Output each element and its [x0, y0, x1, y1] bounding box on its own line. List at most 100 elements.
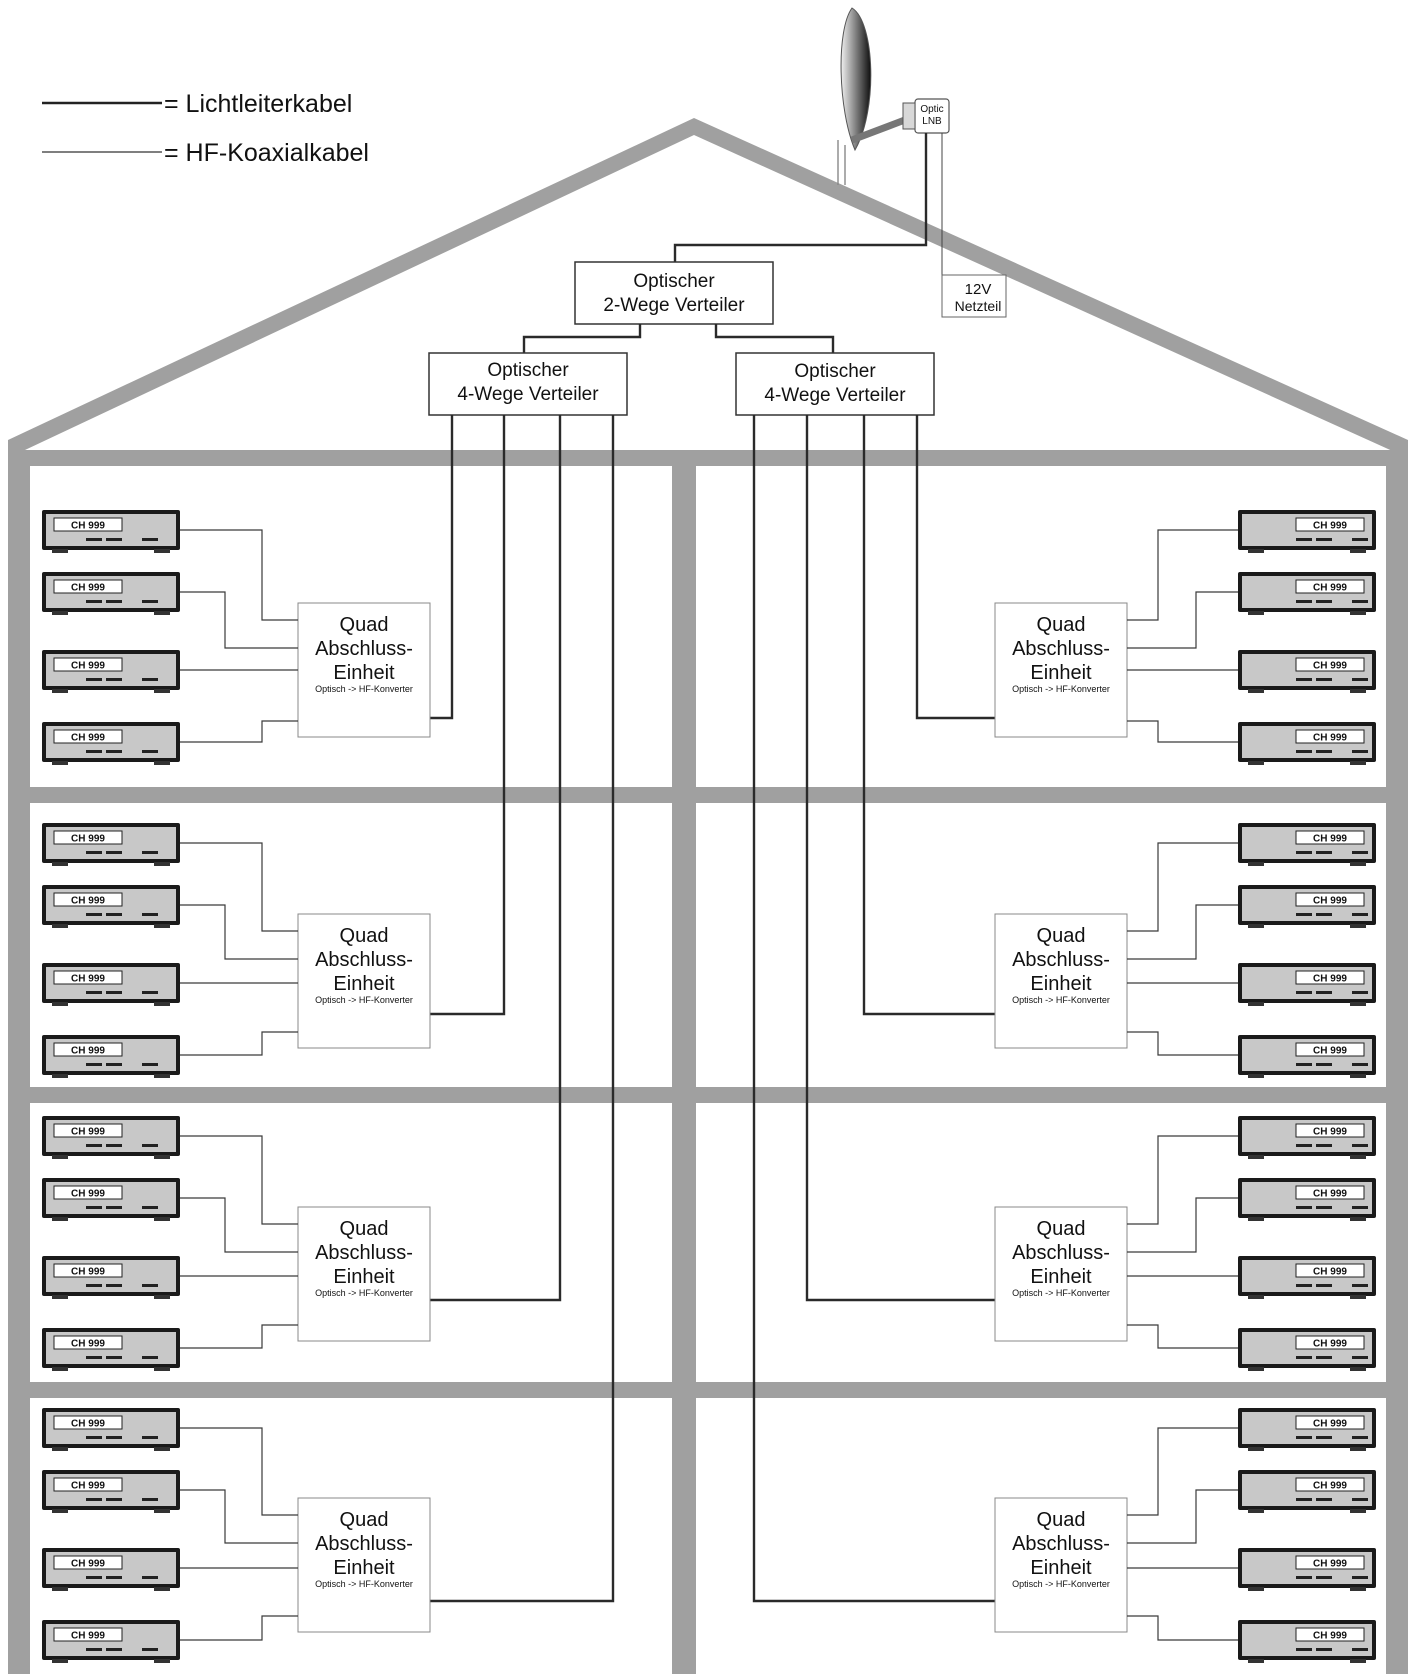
receiver-left-floor1-4: CH 999: [42, 722, 180, 765]
right-outer-wall: [1386, 450, 1408, 1674]
receiver-button: [1352, 991, 1368, 994]
receiver-button: [1296, 1284, 1312, 1287]
quad-unit-label-line3: Einheit: [333, 662, 395, 684]
receiver-button: [142, 1436, 158, 1439]
fiber-right-floor-1: [915, 415, 995, 720]
coax-left-floor2-2: [180, 904, 298, 960]
receiver-foot: [154, 1295, 170, 1299]
receiver-button: [142, 851, 158, 854]
coax-left-floor3-2: [180, 1197, 298, 1253]
receiver-button: [86, 1206, 102, 1209]
legend: = Lichtleiterkabel = HF-Koaxialkabel: [42, 90, 369, 167]
receiver-button: [142, 538, 158, 541]
floor-3: [8, 1382, 1408, 1398]
quad-unit-box: [994, 1497, 1128, 1633]
coax-right-floor1-2: [1127, 591, 1238, 649]
receiver-button: [106, 600, 122, 603]
receiver-foot: [1248, 1155, 1264, 1159]
receiver-display: [1295, 657, 1365, 672]
receiver-button: [86, 851, 102, 854]
quad-unit-subtitle: Optisch -> HF-Konverter: [1012, 1579, 1110, 1589]
coax-right-floor1-1: [1127, 529, 1238, 621]
receiver-foot: [1248, 1367, 1264, 1371]
receiver-foot: [52, 1447, 68, 1451]
receiver-foot: [52, 549, 68, 553]
receiver-foot: [1248, 1295, 1264, 1299]
receiver-foot: [1350, 1509, 1366, 1513]
receiver-button: [142, 750, 158, 753]
receiver-foot: [1350, 1367, 1366, 1371]
quad-unit-label-line2: Abschluss-: [1012, 1533, 1110, 1555]
receiver-button: [86, 1576, 102, 1579]
receiver-foot: [154, 1659, 170, 1663]
receiver-foot: [52, 1295, 68, 1299]
receiver-foot: [1248, 1074, 1264, 1078]
receiver-foot: [52, 862, 68, 866]
coax-right-floor3-1: [1127, 1135, 1238, 1225]
receiver-button: [1316, 538, 1332, 541]
receiver-foot: [1248, 1217, 1264, 1221]
fiber-2way-to-right-4way: [714, 324, 835, 353]
receiver-button: [1352, 1648, 1368, 1651]
receiver-button: [86, 913, 102, 916]
quad-unit-label-line1: Quad: [1037, 1509, 1086, 1531]
receiver-right-floor3-4: CH 999: [1238, 1328, 1376, 1371]
coax-right-floor2-1: [1127, 842, 1238, 932]
receiver-button: [1316, 600, 1332, 603]
receiver-foot: [1248, 862, 1264, 866]
fiber-right-floor-2: [862, 415, 995, 1016]
coax-cables-layer: [180, 529, 1238, 1641]
quad-unit-label-line3: Einheit: [1030, 662, 1092, 684]
receiver-button: [86, 1648, 102, 1651]
receiver-display: [1295, 1123, 1365, 1138]
receiver-foot: [1350, 1295, 1366, 1299]
quad-unit-box: [994, 602, 1128, 738]
receiver-display: [53, 517, 123, 532]
legend-coax-label: = HF-Koaxialkabel: [164, 139, 369, 167]
receiver-button: [86, 1284, 102, 1287]
receiver-display: [53, 657, 123, 672]
coax-left-floor3-4: [180, 1324, 298, 1349]
receiver-foot: [154, 1509, 170, 1513]
lnb-flange: [902, 102, 916, 130]
receiver-button: [1296, 600, 1312, 603]
fiber-left-floor-4: [430, 415, 615, 1603]
receiver-button: [1296, 1576, 1312, 1579]
coax-left-floor3-1: [180, 1135, 298, 1225]
receiver-button: [106, 1436, 122, 1439]
power-supply-box: [941, 274, 1007, 318]
coax-right-floor2-2: [1127, 904, 1238, 960]
receiver-foot: [154, 689, 170, 693]
receiver-left-floor3-4: CH 999: [42, 1328, 180, 1371]
quad-unit-box: [994, 913, 1128, 1049]
receiver-button: [142, 678, 158, 681]
quad-unit-label-line2: Abschluss-: [315, 638, 413, 660]
receiver-foot: [154, 1447, 170, 1451]
receiver-display: [1295, 892, 1365, 907]
receiver-right-floor3-3: CH 999: [1238, 1256, 1376, 1299]
receiver-channel-label: CH 999: [71, 974, 105, 985]
receiver-channel-label: CH 999: [1313, 583, 1347, 594]
receiver-foot: [1350, 1659, 1366, 1663]
quad-unit-label-line2: Abschluss-: [315, 1533, 413, 1555]
receiver-channel-label: CH 999: [1313, 1267, 1347, 1278]
receiver-button: [142, 1498, 158, 1501]
splitter-4way-left: Optischer 4-Wege Verteiler: [428, 352, 628, 416]
receiver-channel-label: CH 999: [1313, 521, 1347, 532]
quad-unit-subtitle: Optisch -> HF-Konverter: [1012, 684, 1110, 694]
power-supply-label-line2: Netzteil: [955, 298, 1002, 314]
lnb-label-line1: Optic: [920, 104, 943, 115]
receiver-button: [1316, 678, 1332, 681]
receiver-display: [53, 1335, 123, 1350]
receiver-display: [1295, 1185, 1365, 1200]
receiver-button: [1352, 1436, 1368, 1439]
quad-unit-label-line2: Abschluss-: [1012, 949, 1110, 971]
fiber-left-floor-3: [430, 415, 562, 1302]
receiver-display: [53, 1185, 123, 1200]
receiver-button: [106, 1356, 122, 1359]
receiver-button: [1316, 1436, 1332, 1439]
receiver-channel-label: CH 999: [1313, 974, 1347, 985]
receiver-channel-label: CH 999: [1313, 1127, 1347, 1138]
receiver-button: [1316, 1356, 1332, 1359]
